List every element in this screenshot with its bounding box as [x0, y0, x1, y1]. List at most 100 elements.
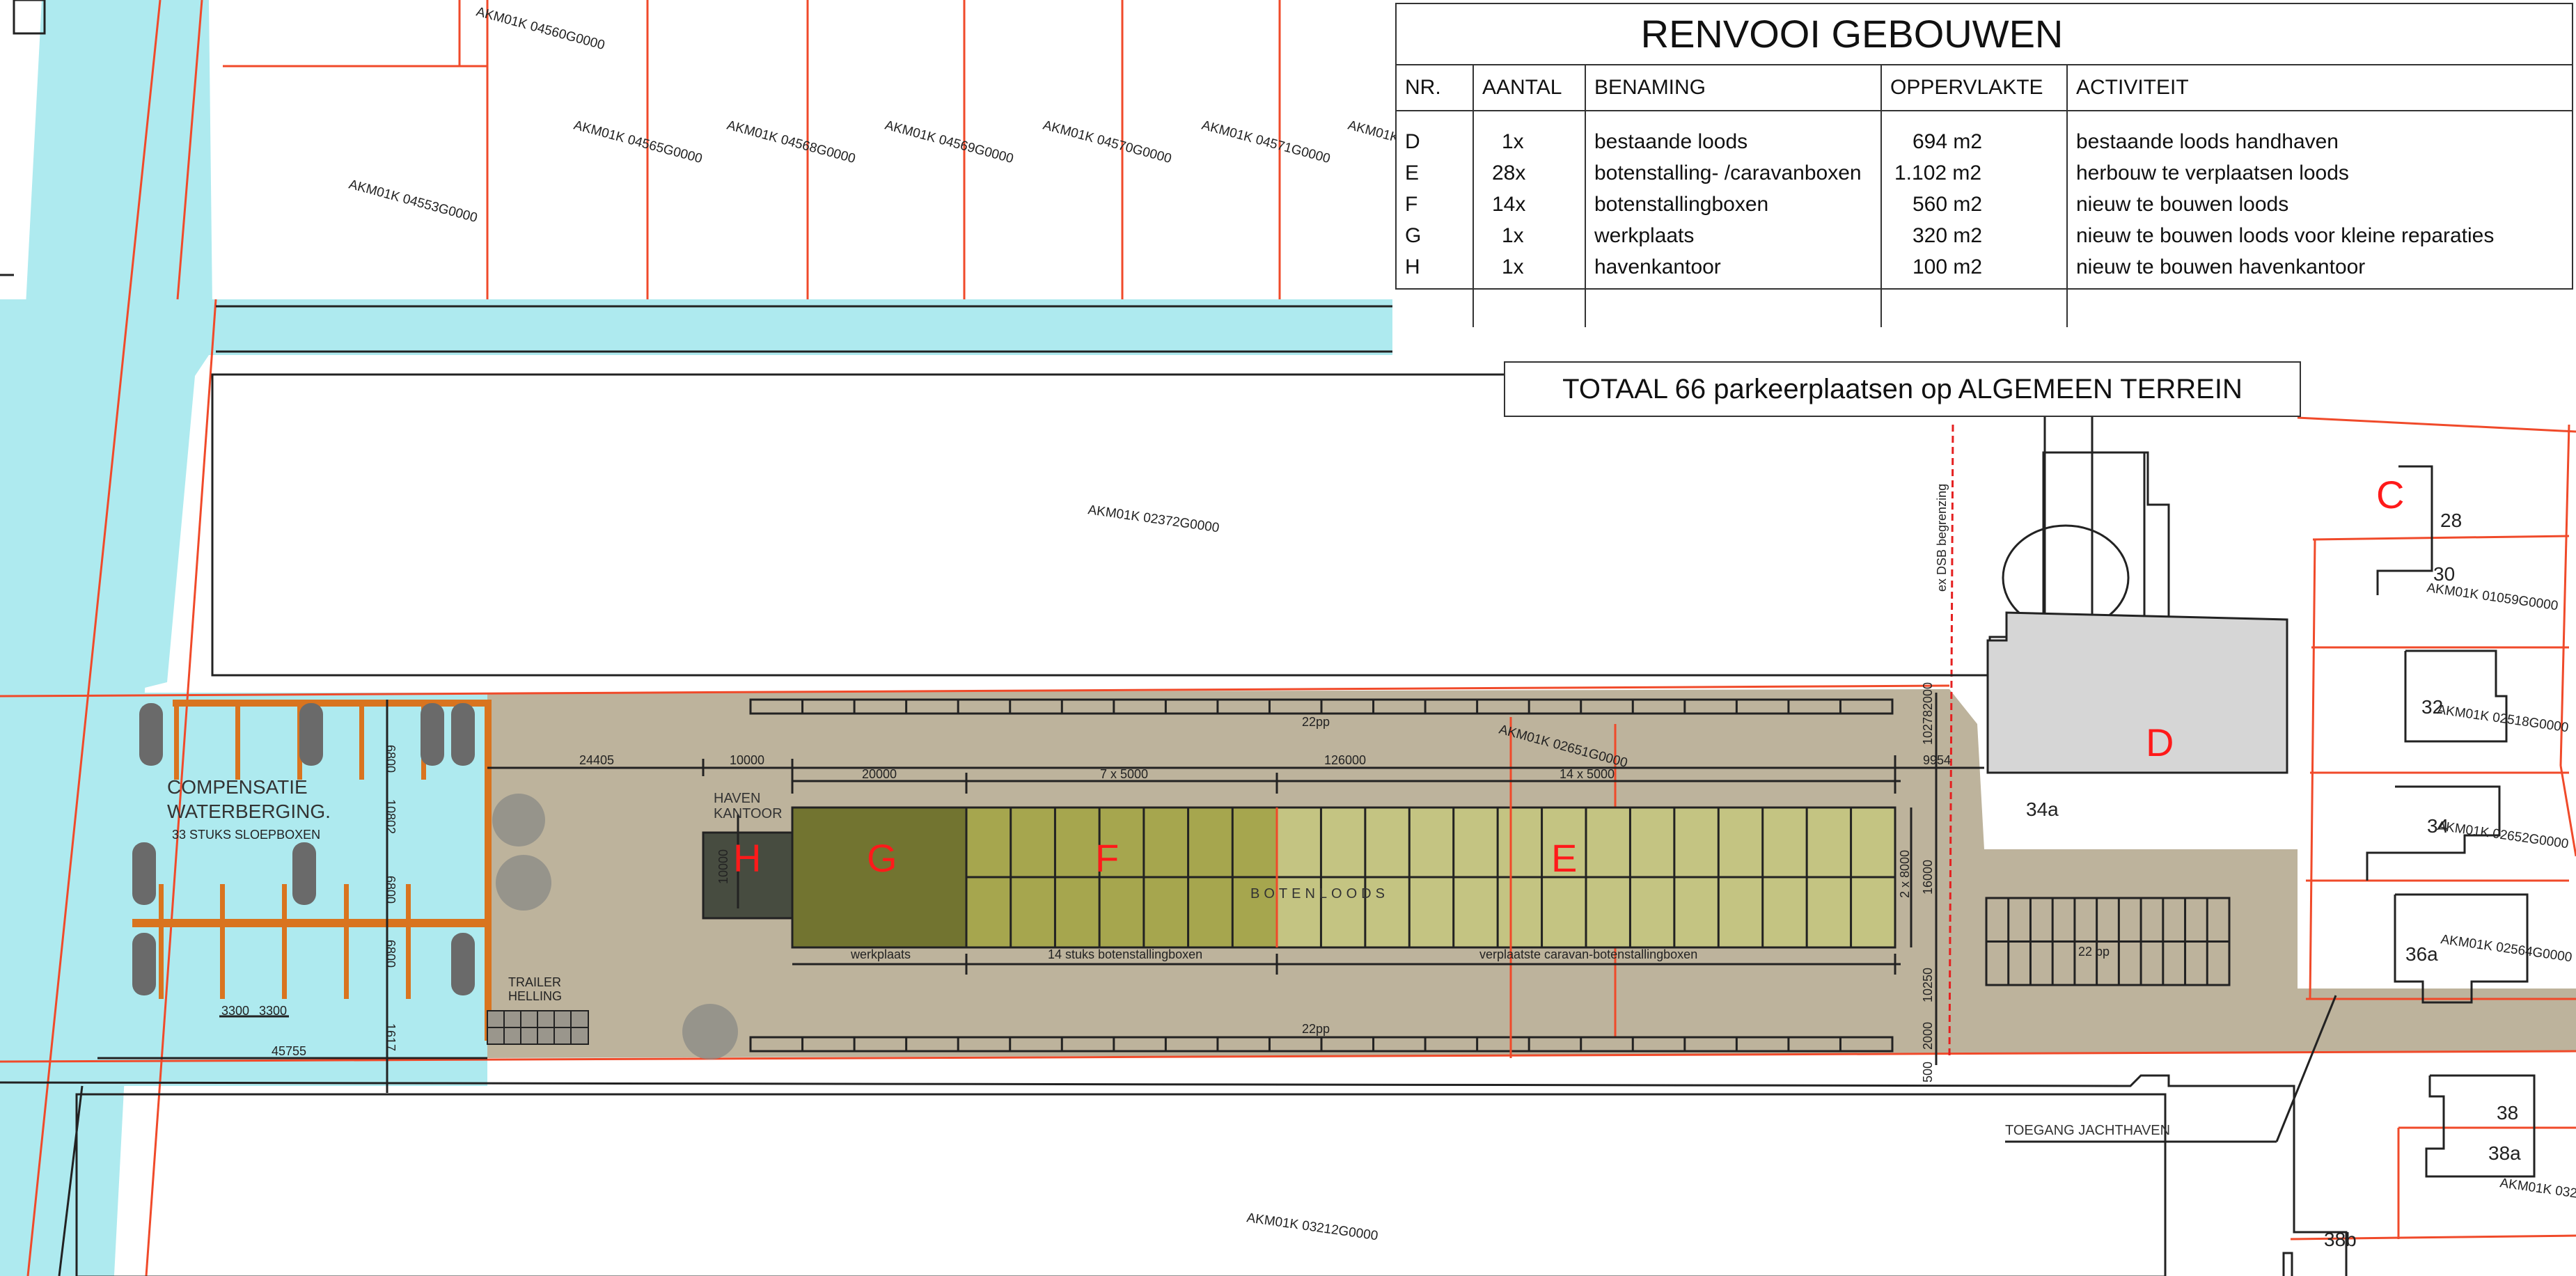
- trees: [492, 794, 738, 1060]
- boxes-grid: [966, 808, 1895, 947]
- tree-icon: [682, 1004, 738, 1060]
- parcel-label: AKM01K 02518G0000: [2436, 702, 2569, 735]
- waterberging-line2: WATERBERGING.: [167, 801, 331, 822]
- boat-icon: [139, 703, 163, 766]
- parcel-label: AKM01K 02652G0000: [2436, 819, 2569, 851]
- dim-14x5000: 14 x 5000: [1560, 767, 1615, 781]
- boat-icon: [132, 842, 156, 905]
- boat-icon: [451, 933, 475, 995]
- house-number: 38a: [2488, 1142, 2521, 1164]
- table-row-spacer: [1397, 283, 2572, 327]
- house-number: 34: [2427, 815, 2449, 837]
- boat-icon: [292, 842, 316, 905]
- dim-7x5000: 7 x 5000: [1100, 767, 1148, 781]
- dimension-lines: [97, 693, 1984, 1093]
- building-letter-H: H: [733, 836, 761, 880]
- dim-10278: 10278: [1921, 710, 1935, 745]
- building-letter-D: D: [2146, 720, 2174, 764]
- cell-benaming: havenkantoor: [1585, 251, 1882, 283]
- column-header: BENAMING: [1585, 65, 1882, 111]
- cell-nr: H: [1397, 251, 1474, 283]
- cell-activiteit: nieuw te bouwen loods: [2076, 192, 2289, 216]
- house-number: 28: [2440, 510, 2462, 531]
- dim-2000-top: 2000: [1921, 682, 1935, 710]
- column-header: AANTAL: [1473, 65, 1586, 111]
- cell-oppervlakte: 560 m2: [1881, 189, 2068, 220]
- parking-rows: [749, 698, 2231, 1053]
- cell-benaming: bestaande loods: [1585, 111, 1882, 157]
- building-letter-C: C: [2376, 473, 2404, 517]
- trailer-ramp: [487, 1010, 589, 1045]
- moored-boats: [132, 703, 475, 995]
- cell-activiteit: bestaande loods handhaven: [2076, 129, 2339, 153]
- trailer-line2: HELLING: [508, 989, 562, 1003]
- cell-empty: [1397, 283, 1474, 327]
- table-row: E 28x botenstalling- /caravanboxen 1.102…: [1397, 157, 2572, 189]
- parcel-label: AKM01K 04571G0000: [1200, 118, 1332, 166]
- cell-empty: [1881, 283, 2068, 327]
- parcel-label: AKM01K 0321: [2499, 1176, 2576, 1202]
- cell-oppervlakte: 1.102 m2: [1881, 157, 2068, 189]
- dim-9954: 9954: [1923, 753, 1951, 767]
- cell-activiteit: herbouw te verplaatsen loods: [2076, 161, 2349, 184]
- tree-icon: [492, 794, 545, 846]
- table-row: D 1x bestaande loods 694 m2 bestaande lo…: [1397, 111, 2572, 157]
- column-header: NR.: [1397, 65, 1474, 111]
- canal-upper: [188, 301, 1392, 353]
- boat-icon: [299, 703, 323, 766]
- legend-grid: NR. AANTAL BENAMING OPPERVLAKTE ACTIVITE…: [1397, 65, 2572, 327]
- cell-activiteit: nieuw te bouwen havenkantoor: [2076, 255, 2366, 278]
- tree-icon: [496, 855, 551, 911]
- dim-3300-b: 3300: [259, 1004, 287, 1018]
- legend-title: RENVOOI GEBOUWEN: [1397, 4, 2572, 65]
- legend-table: RENVOOI GEBOUWEN NR. AANTAL BENAMING OPP…: [1395, 3, 2573, 327]
- building-letter-E: E: [1551, 836, 1577, 880]
- cell-aantal: 1x: [1473, 251, 1586, 283]
- dim-6800-b: 6800: [384, 876, 398, 904]
- dim-24405: 24405: [579, 753, 614, 767]
- dim-16000: 16000: [1921, 860, 1935, 895]
- parcel-label: AKM01K 04570G0000: [1042, 118, 1173, 166]
- table-row: G 1x werkplaats 320 m2 nieuw te bouwen l…: [1397, 220, 2572, 251]
- dim-6800-c: 6800: [384, 940, 398, 968]
- jetties: [132, 700, 492, 1041]
- table-row: F 14x botenstallingboxen 560 m2 nieuw te…: [1397, 189, 2572, 220]
- cell-aantal: 28x: [1473, 157, 1586, 189]
- dim-10802: 10802: [384, 799, 398, 834]
- boat-icon: [451, 703, 475, 766]
- column-header: OPPERVLAKTE: [1881, 65, 2068, 111]
- house-number: 34a: [2026, 798, 2059, 820]
- boat-icon: [132, 933, 156, 995]
- parking-bottom-label: 22pp: [1302, 1022, 1330, 1036]
- cell-aantal: 14x: [1473, 189, 1586, 220]
- e-sublabel: verplaatste caravan-botenstallingboxen: [1479, 947, 1697, 961]
- cell-aantal: 1x: [1473, 220, 1586, 251]
- house-number: 38: [2497, 1102, 2518, 1124]
- f-sublabel: 14 stuks botenstallingboxen: [1048, 947, 1202, 961]
- dim-2x8000: 2 x 8000: [1898, 850, 1912, 898]
- cell-empty: [1473, 283, 1586, 327]
- building-G: [791, 806, 968, 949]
- waterberging-line3: 33 STUKS SLOEPBOXEN: [172, 828, 320, 842]
- parcel-label: AKM01K 04565G0000: [572, 118, 704, 166]
- canal-left: [0, 0, 181, 1276]
- house-number: 30: [2433, 563, 2455, 585]
- parcel-label: AKM01K 04560G0000: [475, 5, 606, 53]
- cell-nr: D: [1397, 111, 1474, 157]
- house-number: 38b: [2324, 1229, 2357, 1250]
- building-letter-F: F: [1095, 836, 1119, 880]
- dim-10250: 10250: [1921, 968, 1935, 1002]
- dim-10000-vertical: 10000: [716, 849, 730, 884]
- total-parking-box: TOTAAL 66 parkeerplaatsen op ALGEMEEN TE…: [1504, 361, 2301, 417]
- parking-right-label: 22 pp: [2078, 945, 2110, 959]
- parcel-label: AKM01K: [1346, 118, 1401, 146]
- house-number: 36a: [2405, 943, 2438, 965]
- trailer-line1: TRAILER: [508, 975, 561, 989]
- parcel-label: AKM01K 03212G0000: [1246, 1211, 1379, 1243]
- parking-top-label: 22pp: [1302, 715, 1330, 729]
- dim-2000-bottom: 2000: [1921, 1022, 1935, 1050]
- table-row: H 1x havenkantoor 100 m2 nieuw te bouwen…: [1397, 251, 2572, 283]
- building-D: [1986, 611, 2288, 774]
- cell-oppervlakte: 694 m2: [1881, 111, 2068, 157]
